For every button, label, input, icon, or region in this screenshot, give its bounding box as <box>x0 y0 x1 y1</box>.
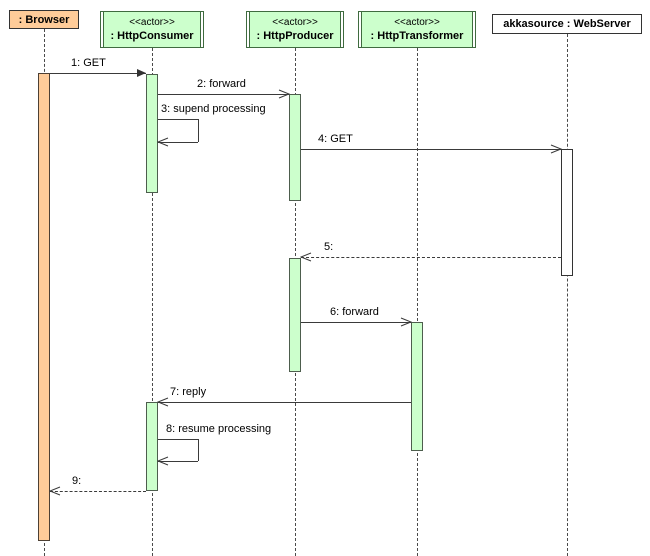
participant-box-httpconsumer: <<actor>> : HttpConsumer <box>100 11 204 48</box>
message-9-arrowhead <box>49 486 61 496</box>
activation-bar-webserver <box>561 149 573 276</box>
participant-text: <<actor>> : HttpTransformer <box>359 17 475 42</box>
message-1-line <box>50 73 146 74</box>
message-1-label: 1: GET <box>71 57 106 69</box>
message-4-label: 4: GET <box>318 133 353 145</box>
message-3-label: 3: supend processing <box>161 103 266 115</box>
participant-label: : Browser <box>18 13 70 26</box>
participant-box-httptransformer: <<actor>> : HttpTransformer <box>358 11 476 48</box>
message-4-arrowhead <box>550 144 562 154</box>
stereotype-label: <<actor>> <box>394 17 440 28</box>
participant-label: akkasource : WebServer <box>503 18 631 30</box>
participant-label: : HttpTransformer <box>370 30 464 42</box>
message-6-line <box>301 322 411 323</box>
activation-bar-httpconsumer <box>146 74 158 193</box>
participant-box-httpproducer: <<actor>> : HttpProducer <box>246 11 344 48</box>
message-5-arrowhead <box>300 252 312 262</box>
message-5-line <box>301 257 561 258</box>
message-8-line-side <box>198 439 199 461</box>
message-5-label: 5: <box>324 241 334 253</box>
participant-box-webserver: akkasource : WebServer <box>492 14 642 34</box>
participant-text: <<actor>> : HttpProducer <box>247 17 343 42</box>
message-3-line-side <box>198 119 199 142</box>
message-8-label: 8: resume processing <box>166 423 272 435</box>
message-2-label: 2: forward <box>197 78 246 90</box>
stereotype-label: <<actor>> <box>272 17 318 28</box>
message-2-line <box>158 94 289 95</box>
activation-bar-httpproducer <box>289 94 301 201</box>
message-8-line-back <box>158 461 198 462</box>
message-4-line <box>301 149 561 150</box>
message-9-label: 9: <box>72 475 82 487</box>
message-1-arrowhead <box>137 69 146 77</box>
message-6-arrowhead <box>400 317 412 327</box>
message-3-line-back <box>158 142 198 143</box>
message-3-arrowhead <box>157 137 169 147</box>
lifeline-webserver <box>567 34 568 556</box>
message-6-label: 6: forward <box>330 306 379 318</box>
activation-bar-httpproducer <box>289 258 301 372</box>
message-7-arrowhead <box>157 397 169 407</box>
participant-label: : HttpConsumer <box>110 30 194 42</box>
actor-box-double-border <box>361 12 473 47</box>
actor-box-double-border <box>249 12 341 47</box>
message-9-line <box>50 491 146 492</box>
lifeline-httpconsumer <box>152 48 153 556</box>
message-2-arrowhead <box>278 89 290 99</box>
participant-box-browser: : Browser <box>9 10 79 29</box>
message-8-line-out <box>158 439 198 440</box>
participant-text: <<actor>> : HttpConsumer <box>101 17 203 42</box>
activation-bar-httpconsumer <box>146 402 158 491</box>
participant-label: : HttpProducer <box>256 30 334 42</box>
message-7-line <box>158 402 411 403</box>
message-8-arrowhead <box>157 456 169 466</box>
activation-bar-httptransformer <box>411 322 423 451</box>
message-7-label: 7: reply <box>170 386 207 398</box>
activation-bar-browser <box>38 73 50 541</box>
stereotype-label: <<actor>> <box>129 17 175 28</box>
actor-box-double-border <box>103 12 201 47</box>
lifeline-httptransformer <box>417 48 418 556</box>
message-3-line-out <box>158 119 198 120</box>
